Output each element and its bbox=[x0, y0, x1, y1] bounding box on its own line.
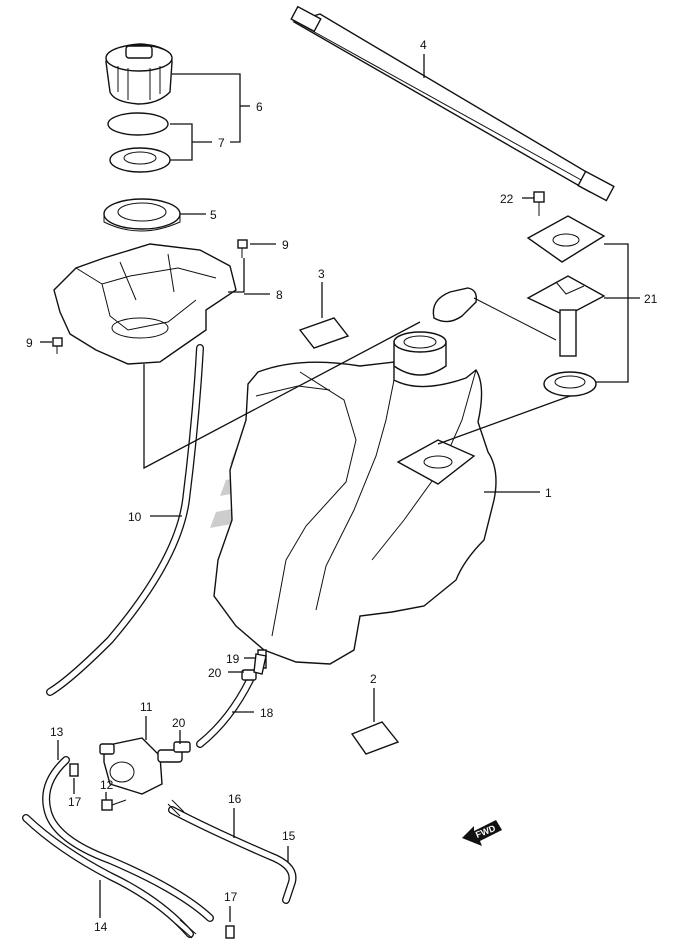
callout-20-top: 20 bbox=[208, 666, 222, 680]
tank-cover-part bbox=[53, 243, 237, 365]
callout-22: 22 bbox=[500, 192, 514, 206]
gasket-part bbox=[107, 112, 171, 173]
screw-part bbox=[533, 191, 545, 216]
hose-part bbox=[22, 814, 197, 939]
bolt-part bbox=[52, 239, 248, 354]
callout-17-bottom: 17 bbox=[224, 890, 238, 904]
clip-part bbox=[69, 763, 235, 939]
callout-11: 11 bbox=[140, 700, 153, 714]
fuel-cap-part bbox=[105, 43, 173, 105]
leader-lines bbox=[40, 54, 640, 922]
callout-7: 7 bbox=[218, 136, 225, 150]
callout-19: 19 bbox=[226, 652, 240, 666]
callout-14: 14 bbox=[94, 920, 108, 934]
callout-6: 6 bbox=[256, 100, 263, 114]
callout-labels: 1 2 3 4 5 6 7 8 9 9 10 11 12 13 14 15 16… bbox=[26, 38, 658, 934]
fuel-cock-part bbox=[99, 737, 191, 795]
fuel-pump-part bbox=[432, 215, 606, 397]
callout-21: 21 bbox=[644, 292, 658, 306]
callout-15: 15 bbox=[282, 829, 296, 843]
callout-18: 18 bbox=[260, 706, 274, 720]
fwd-arrow-icon: FWD bbox=[462, 820, 502, 846]
callout-13: 13 bbox=[50, 725, 64, 739]
fuel-tank-part bbox=[213, 331, 497, 669]
callout-10: 10 bbox=[128, 510, 142, 524]
callout-20-lower: 20 bbox=[172, 716, 186, 730]
strap-part bbox=[290, 5, 615, 202]
drain-hose-part bbox=[42, 756, 214, 922]
callout-9-left: 9 bbox=[26, 336, 33, 350]
vacuum-hose-part bbox=[167, 799, 297, 904]
callout-9-top: 9 bbox=[282, 238, 289, 252]
breather-hose-part bbox=[46, 344, 204, 696]
cap-seat-part bbox=[103, 198, 181, 232]
fuel-hose-part bbox=[196, 653, 267, 748]
callout-16: 16 bbox=[228, 792, 242, 806]
callout-1: 1 bbox=[545, 486, 552, 500]
callout-17-left: 17 bbox=[68, 795, 82, 809]
pad-part bbox=[298, 317, 400, 755]
callout-5: 5 bbox=[210, 208, 217, 222]
callout-3: 3 bbox=[318, 267, 325, 281]
callout-2: 2 bbox=[370, 672, 377, 686]
callout-4: 4 bbox=[420, 38, 427, 52]
callout-8: 8 bbox=[276, 288, 283, 302]
screw-part bbox=[101, 799, 127, 811]
callout-12: 12 bbox=[100, 778, 114, 792]
